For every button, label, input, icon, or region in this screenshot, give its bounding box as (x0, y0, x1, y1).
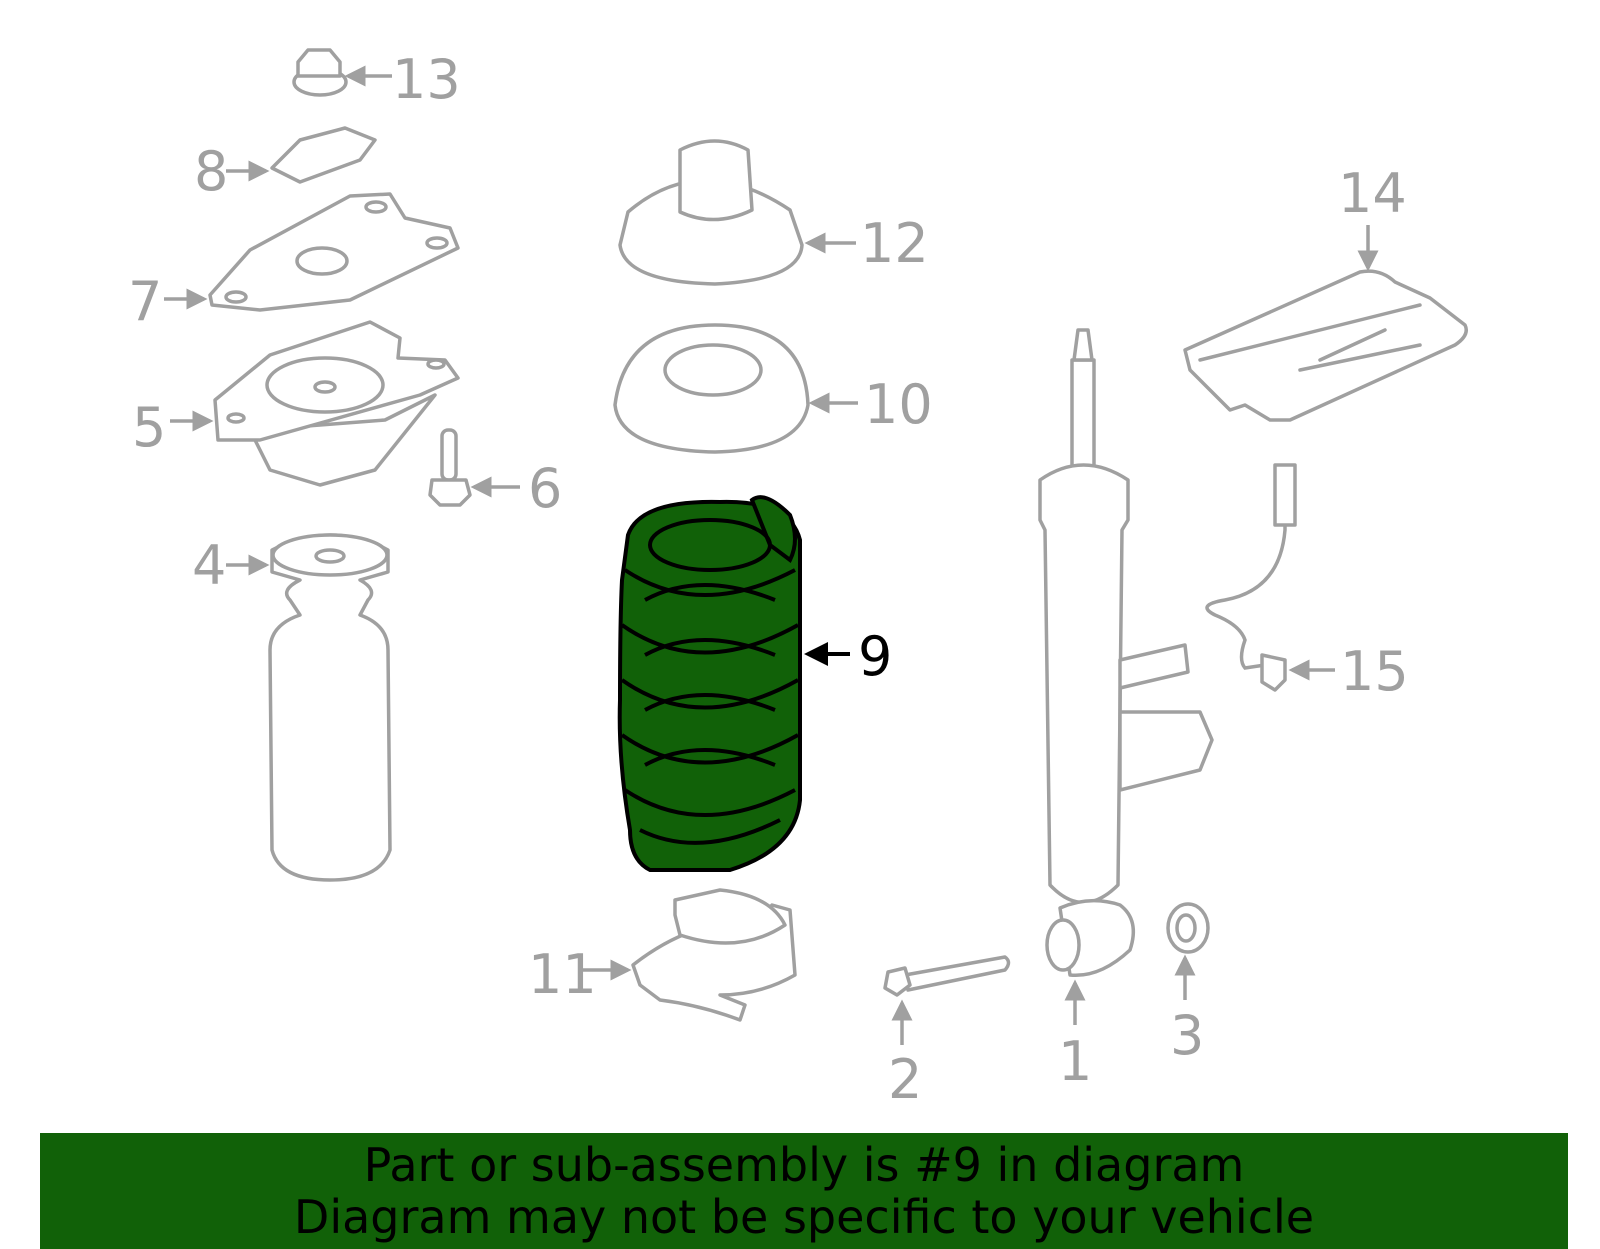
part-3-nut[interactable]: 3 (1166, 902, 1210, 1067)
part-5-strut-mount[interactable]: 5 (132, 320, 460, 487)
part-6-bolt[interactable]: 6 (428, 428, 562, 520)
callout-14: 14 (1338, 162, 1407, 225)
callout-6: 6 (528, 457, 562, 520)
part-9-coil-spring[interactable]: 9 (617, 495, 893, 872)
part-8-bracket[interactable]: 8 (194, 126, 377, 203)
part-7-plate[interactable]: 7 (128, 192, 460, 333)
callout-4: 4 (192, 534, 226, 597)
part-14-control-module[interactable]: 14 (1183, 162, 1468, 422)
part-11-lower-spring-seat[interactable]: 11 (528, 888, 797, 1022)
callout-2: 2 (888, 1048, 922, 1111)
callout-12: 12 (860, 212, 929, 275)
part-10-spring-seat[interactable]: 10 (613, 323, 933, 454)
part-2-bolt[interactable]: 2 (883, 955, 1011, 1111)
callout-15: 15 (1340, 640, 1409, 703)
callout-8: 8 (194, 140, 228, 203)
part-12-bump-stop[interactable]: 12 (618, 139, 929, 286)
part-4-dust-boot[interactable]: 4 (192, 533, 392, 882)
callout-5: 5 (132, 396, 166, 459)
part-15-height-sensor[interactable]: 15 (1205, 463, 1409, 703)
callout-7: 7 (128, 270, 162, 333)
banner-line-2: Diagram may not be specific to your vehi… (293, 1190, 1315, 1244)
callout-10: 10 (864, 373, 933, 436)
part-13-nut[interactable]: 13 (292, 48, 461, 111)
callout-11: 11 (528, 943, 597, 1006)
callout-9: 9 (858, 625, 892, 688)
callout-13: 13 (392, 48, 461, 111)
callout-1: 1 (1058, 1030, 1092, 1093)
banner-line-1: Part or sub-assembly is #9 in diagram (363, 1138, 1245, 1192)
callout-3: 3 (1170, 1004, 1204, 1067)
part-1-shock-absorber[interactable]: 1 (1038, 328, 1214, 1093)
notice-banner: Part or sub-assembly is #9 in diagram Di… (40, 1133, 1568, 1249)
